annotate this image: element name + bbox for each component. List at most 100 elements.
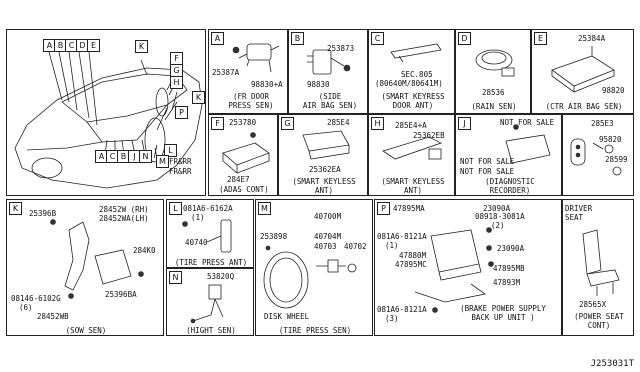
tire-press-sensor-drawing [263,245,357,309]
panel-tag: E [534,32,547,45]
part-number: SEC.805 [401,70,433,79]
part-number: 47895MA [393,204,425,213]
height-sensor-drawing [190,284,224,324]
part-number: 28565X [579,300,607,309]
part-number: 23090A [483,204,511,213]
not-for-sale-note: NOT FOR SALE [460,157,515,166]
overview-fr-rr-label-1: FR&RR [169,157,192,166]
panel-tag: H [371,117,384,130]
part-number: 40700M [314,212,342,221]
part-number: 25396B [29,209,57,218]
panel-tag: N [169,271,182,284]
panel-a: A 25387A 98830+A (FR DOOR PRESS SEN) [208,29,288,114]
part-number: 253873 [327,44,355,53]
part-number: 98830+A [251,80,283,89]
smart-keyless-ant-rear-drawing [382,136,443,160]
panel-l: L 081A6-6162A (1) 40740 (TIRE PRESS ANT) [166,199,254,268]
smart-keyless-door-ant-drawing [390,43,442,63]
panel-tag: C [371,32,384,45]
overview-fr-rr-label-2: FR&RR [169,167,192,176]
part-number: 28599 [605,155,628,164]
panel-tag: F [211,117,224,130]
ctr-air-bag-sensor-drawing [551,46,615,93]
part-number: 25384A [578,34,606,43]
power-seat-control-drawing [582,229,620,296]
panel-caption: (ADAS CONT) [219,185,269,194]
panel-d: D 28536 (RAIN SEN) [455,29,531,114]
part-number: 081A6-8121A [377,232,427,241]
smart-keyless-ant-drawing [302,130,350,160]
quantity: (1) [191,213,205,222]
panel-tag: M [258,202,271,215]
sow-sensor-drawing [50,219,144,299]
part-number: 25362EA [309,165,341,174]
part-number: 28452WA(LH) [99,214,149,223]
diagnostic-recorder-drawing [505,124,551,164]
panel-tag: A [211,32,224,45]
panel-caption: (SMART KEYRESS DOOR ANT) [381,92,445,110]
not-for-sale-note: NOT FOR SALE [460,167,515,176]
part-number: 08146-6102G [11,294,61,303]
panel-caption: (BRAKE POWER SUPPLY BACK UP UNIT ) [460,304,546,322]
overview-callout-l: L [164,144,177,157]
panel-k: K 25396B 28452W (RH) 28452WA(LH) 284K0 0… [6,199,164,336]
part-number: 28452WB [37,312,69,321]
overview-callout-m: M [156,155,169,168]
panel-caption: (SIDE AIR BAG SEN) [302,92,358,110]
seat-title: DRIVER SEAT [565,204,593,222]
panel-g: G 285E4 25362EA (SMART KEYLESS ANT) [278,114,368,196]
panel-tag: L [169,202,182,215]
panel-caption: (SOW SEN) [65,326,107,335]
panel-caption: (SMART KEYLESS ANT) [292,177,356,195]
panel-e: E 25384A 98820 (CTR AIR BAG SEN) [531,29,634,114]
panel-caption: (TIRE PRESS SEN) [278,326,352,335]
panel-f: F 253780 284E7 (ADAS CONT) [208,114,278,196]
panel-tag: P [377,202,390,215]
part-number: 98830 [307,80,330,89]
quantity: (1) [385,241,399,250]
overview-callout-k-right: K [192,91,205,104]
part-number: 40702 [344,242,367,251]
brake-power-supply-backup-unit-drawing [414,227,494,313]
part-number: 47893M [493,278,521,287]
panel-caption: (TIRE PRESS ANT) [174,258,248,267]
part-number: 28452W (RH) [99,205,149,214]
part-number: 47895MC [395,260,427,269]
part-number: 47895MB [493,264,525,273]
part-number: 40704M [314,232,342,241]
quantity: (3) [385,314,399,323]
panel-m: M 253898 40700M 40704M 40703 40702 DISK … [255,199,373,336]
fr-door-press-sensor-drawing [232,43,280,73]
not-for-sale-note: NOT FOR SALE [500,118,555,127]
part-number: 53820Q [207,272,235,281]
part-number: 284K0 [133,246,156,255]
part-number: 47880M [399,251,427,260]
panel-caption: (RAIN SEN) [471,102,517,111]
rain-sensor-drawing [475,49,515,77]
part-number: 081A6-6162A [183,204,233,213]
part-number: 253780 [229,118,257,127]
part-number: 253898 [260,232,288,241]
part-number: 40740 [185,238,208,247]
panel-c: C SEC.805 (80640M/80641M) (SMART KEYRESS… [368,29,455,114]
part-number: 95820 [599,135,622,144]
part-number: 25362EB [413,131,445,140]
panel-j: J NOT FOR SALE NOT FOR SALE NOT FOR SALE… [455,114,562,196]
part-number: (80640M/80641M) [375,79,443,88]
panel-tag: J [458,117,471,130]
panel-key-fob: 285E3 95820 28599 [562,114,634,196]
overview-callout-e: E [87,39,100,52]
quantity: (2) [491,221,505,230]
panel-power-seat: DRIVER SEAT 28565X (POWER SEAT CONT) [562,199,634,336]
part-number: 98820 [602,86,625,95]
adas-control-unit-drawing [222,132,270,174]
panel-tag: D [458,32,471,45]
overview-callout-h: H [170,76,183,89]
panel-h: H 285E4+A 25362EB (SMART KEYLESS ANT) [368,114,455,196]
part-number: 285E4 [327,118,350,127]
panel-b: B 253873 98830 (SIDE AIR BAG SEN) [288,29,368,114]
panel-caption: (FR DOOR PRESS SEN) [228,92,274,110]
panel-caption: (CTR AIR BAG SEN) [545,102,623,111]
panel-tag: K [9,202,22,215]
